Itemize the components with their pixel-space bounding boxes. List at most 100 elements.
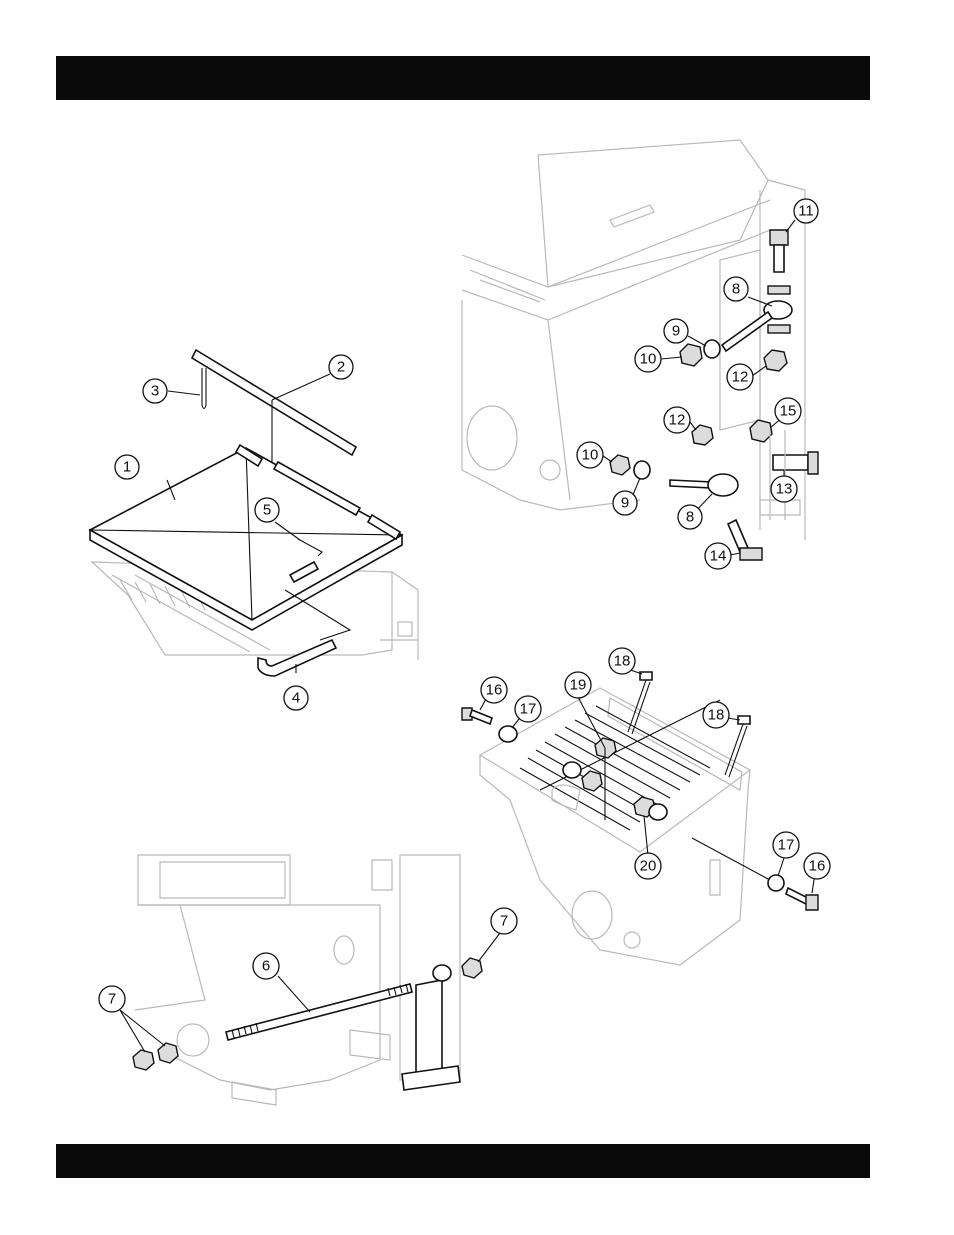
callout-6: 6 — [253, 953, 279, 979]
washer-lower — [768, 325, 790, 333]
svg-text:18: 18 — [708, 707, 725, 724]
hopper-body-ghost-2 — [462, 300, 640, 510]
callout-14: 14 — [705, 543, 731, 569]
washer-inner-a — [563, 762, 581, 778]
callout-12-upper: 12 — [727, 364, 753, 390]
svg-text:7: 7 — [108, 991, 116, 1008]
hopper-port-ghost — [467, 406, 517, 470]
washer-inner-b — [649, 804, 667, 820]
tie-rod — [226, 984, 412, 1040]
bolt-11-head — [770, 230, 788, 245]
bolt-axis-lower — [692, 838, 770, 880]
callout-16b: 16 — [804, 853, 830, 879]
svg-text:5: 5 — [263, 502, 271, 519]
callout-4: 4 — [284, 686, 308, 710]
callout-18b: 18 — [703, 702, 729, 728]
hopper-hole-ghost — [540, 460, 560, 480]
svg-text:11: 11 — [798, 203, 814, 220]
bolt-16a-shank — [470, 710, 492, 724]
nut-10-upper — [680, 344, 702, 366]
svg-text:1: 1 — [123, 459, 131, 476]
washer-17b — [768, 875, 784, 891]
svg-text:9: 9 — [672, 323, 680, 340]
callout-9-upper: 9 — [664, 319, 688, 343]
post-lower-ghost — [770, 430, 785, 520]
callout-13: 13 — [771, 476, 797, 502]
svg-text:16: 16 — [486, 682, 503, 699]
post-bracket-ghost-4 — [372, 860, 392, 890]
hopper-left-ghost — [135, 905, 205, 1010]
plate-ghost-4 — [350, 1030, 390, 1060]
callout-17a: 17 — [515, 696, 541, 722]
svg-text:8: 8 — [732, 281, 740, 298]
callout-11: 11 — [794, 199, 818, 223]
svg-text:17: 17 — [778, 837, 795, 854]
nut-inner-a — [582, 771, 602, 791]
svg-text:17: 17 — [520, 701, 537, 718]
svg-text:12: 12 — [669, 412, 686, 429]
eye-bolt-8-shank-upper — [722, 312, 772, 351]
grate-hole-ghost — [624, 932, 640, 948]
svg-text:4: 4 — [292, 690, 300, 707]
nut-10-lower — [610, 455, 630, 475]
figure-hopper-cover: 1 2 3 4 5 — [90, 350, 418, 710]
bolt-11-shank — [774, 245, 784, 272]
svg-text:2: 2 — [337, 359, 345, 376]
eye-bolt-8-shank-lower — [670, 480, 712, 488]
grate-port-ghost — [572, 891, 612, 939]
nut-12-upper — [764, 350, 787, 371]
bolt-13-head — [808, 452, 818, 474]
pin-ghost — [610, 205, 654, 227]
callout-9-lower: 9 — [613, 491, 637, 515]
eye-bolt-8-eye-lower — [708, 474, 738, 496]
bolt-13-shank — [773, 455, 808, 470]
carriage-bolt-18a-shank — [628, 680, 650, 734]
callout-10-lower: 10 — [577, 442, 603, 468]
hopper-right-ghost — [170, 905, 380, 1090]
callout-17b: 17 — [773, 832, 799, 858]
washer-9-upper — [704, 340, 720, 358]
grate-bars — [520, 700, 720, 830]
bolt-16b-head — [806, 895, 818, 910]
callout-2: 2 — [329, 355, 353, 379]
figure-hopper-mount: 11 8 9 10 12 12 15 10 9 8 13 14 — [462, 140, 818, 569]
frame-inner-ghost — [160, 862, 285, 898]
svg-text:3: 3 — [151, 383, 159, 400]
figure-grate: 18 19 18 16 17 20 17 16 — [462, 648, 830, 965]
hopper-side-ghost — [380, 572, 418, 660]
svg-text:19: 19 — [570, 677, 587, 694]
washer-9-lower — [634, 461, 650, 479]
callout-8-upper: 8 — [724, 277, 748, 301]
callout-19: 19 — [565, 672, 591, 698]
svg-text:15: 15 — [780, 403, 797, 420]
bolt-16b-shank — [786, 888, 808, 904]
grate-bracket-ghost — [710, 860, 720, 895]
svg-text:12: 12 — [732, 369, 749, 386]
callout-5: 5 — [255, 498, 279, 522]
svg-text:10: 10 — [640, 351, 657, 368]
callout-12-lower: 12 — [664, 407, 690, 433]
callout-16a: 16 — [481, 677, 507, 703]
cotter-pin — [202, 368, 206, 409]
carriage-bolt-18a-head — [640, 672, 652, 680]
callout-20: 20 — [635, 853, 661, 879]
callout-18a: 18 — [609, 648, 635, 674]
svg-text:20: 20 — [640, 858, 657, 875]
leaders-figure-4 — [120, 933, 500, 1052]
svg-text:9: 9 — [621, 495, 629, 512]
callout-7-right: 7 — [491, 908, 517, 934]
washer-upper — [768, 286, 790, 294]
svg-text:6: 6 — [262, 958, 270, 975]
figure-tie-rod: 6 7 7 — [99, 855, 517, 1105]
cover-handle — [258, 640, 336, 676]
svg-text:16: 16 — [809, 858, 826, 875]
jack-post-base — [402, 1066, 460, 1090]
bracket-ghost — [760, 500, 800, 515]
nut-15 — [750, 420, 772, 442]
foot-ghost-4 — [232, 1082, 276, 1105]
callout-3: 3 — [143, 379, 167, 403]
nut-7-left-b — [133, 1050, 154, 1070]
callout-1: 1 — [115, 455, 139, 479]
rod-boss-ghost — [177, 1024, 209, 1056]
